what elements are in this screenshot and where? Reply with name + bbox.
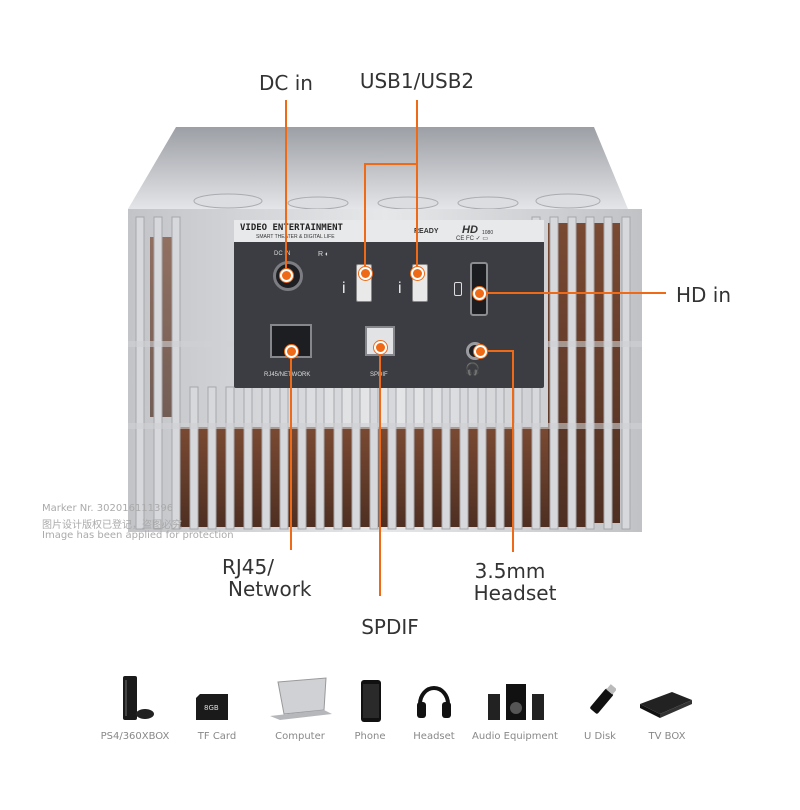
- port-panel: VIDEO ENTERTAINMENT SMART THEATER & DIGI…: [234, 220, 544, 388]
- spdif-callout-line: [379, 346, 381, 596]
- hd-callout-line: [478, 292, 666, 294]
- usb-drive-icon: [586, 674, 617, 724]
- tf-card-icon: 8GB: [196, 674, 236, 724]
- device-label-phone: Phone: [354, 731, 386, 742]
- dc-label: DC IN: [274, 251, 291, 257]
- ready-badge: READY: [414, 228, 439, 235]
- headset-callout-line-b: [512, 350, 514, 552]
- headset-label-line2: Headset: [473, 581, 557, 605]
- headphone-symbol-icon: 🎧: [465, 362, 480, 376]
- rj45-label-line1: RJ45/: [222, 555, 274, 579]
- device-label-tf-card: TF Card: [197, 731, 237, 742]
- speakers-icon: [486, 674, 546, 724]
- spdif-label: SPDIF: [370, 372, 388, 378]
- headphones-icon: [414, 674, 454, 724]
- device-label-u-disk: U Disk: [584, 731, 616, 742]
- headset-callout-line-a: [480, 350, 514, 352]
- usb-callout-line-a: [416, 100, 418, 164]
- rj45-callout-line: [290, 350, 292, 550]
- spdif-callout-dot: [374, 341, 387, 354]
- game-console-icon: [115, 674, 155, 724]
- watermark-line3: Image has been applied for protection: [42, 530, 234, 541]
- brand-title: VIDEO ENTERTAINMENT: [240, 223, 343, 233]
- usb-label: USB1/USB2: [359, 69, 475, 93]
- usb-1-callout-dot: [359, 267, 372, 280]
- ce-fc-marks-icon: CE FC ✓ ▭: [456, 236, 489, 242]
- device-label-ps4: PS4/360XBOX: [100, 731, 170, 742]
- device-label-audio-equipment: Audio Equipment: [472, 731, 558, 742]
- headset-callout-dot: [474, 345, 487, 358]
- phone-icon: [358, 674, 384, 724]
- usb-callout-line-b: [364, 163, 418, 165]
- device-label-tv-box: TV BOX: [648, 731, 686, 742]
- panel-header: [234, 220, 544, 242]
- tv-box-icon: [636, 674, 696, 724]
- reset-icon: R ◐: [318, 251, 330, 258]
- hd-badge-sub: 1080: [482, 230, 494, 236]
- watermark-line2: 图片设计版权已登记，盗图必究: [42, 520, 182, 531]
- rj45-label: RJ45/NETWORK: [264, 372, 311, 378]
- dc-callout-line: [285, 100, 287, 275]
- rj45-label-line2: Network: [228, 577, 312, 601]
- hd-badge: HD: [462, 224, 478, 236]
- hd-in-label: HD in: [676, 283, 732, 307]
- laptop-icon: [266, 674, 336, 724]
- device-label-headset: Headset: [413, 731, 455, 742]
- usb-2-callout-dot: [411, 267, 424, 280]
- usb-1-info-icon: i: [342, 280, 346, 297]
- headset-label-line1: 3.5mm: [474, 559, 546, 583]
- dc-callout-dot: [280, 269, 293, 282]
- rj45-callout-dot: [285, 345, 298, 358]
- hd-callout-dot: [473, 287, 486, 300]
- dc-port[interactable]: [273, 261, 303, 291]
- dc-in-label: DC in: [259, 71, 313, 95]
- hdmi-icon: [454, 282, 462, 296]
- usb-2-info-icon: i: [398, 280, 402, 297]
- watermark-line1: Marker Nr. 302016111396: [42, 503, 174, 514]
- brand-subtitle: SMART THEATER & DIGITAL LIFE: [256, 234, 335, 240]
- svg-text:8GB: 8GB: [204, 704, 219, 712]
- device-label-computer: Computer: [275, 731, 325, 742]
- usb-callout-line-d: [416, 163, 418, 273]
- spdif-label-callout: SPDIF: [361, 615, 419, 639]
- usb-callout-line-c: [364, 163, 366, 273]
